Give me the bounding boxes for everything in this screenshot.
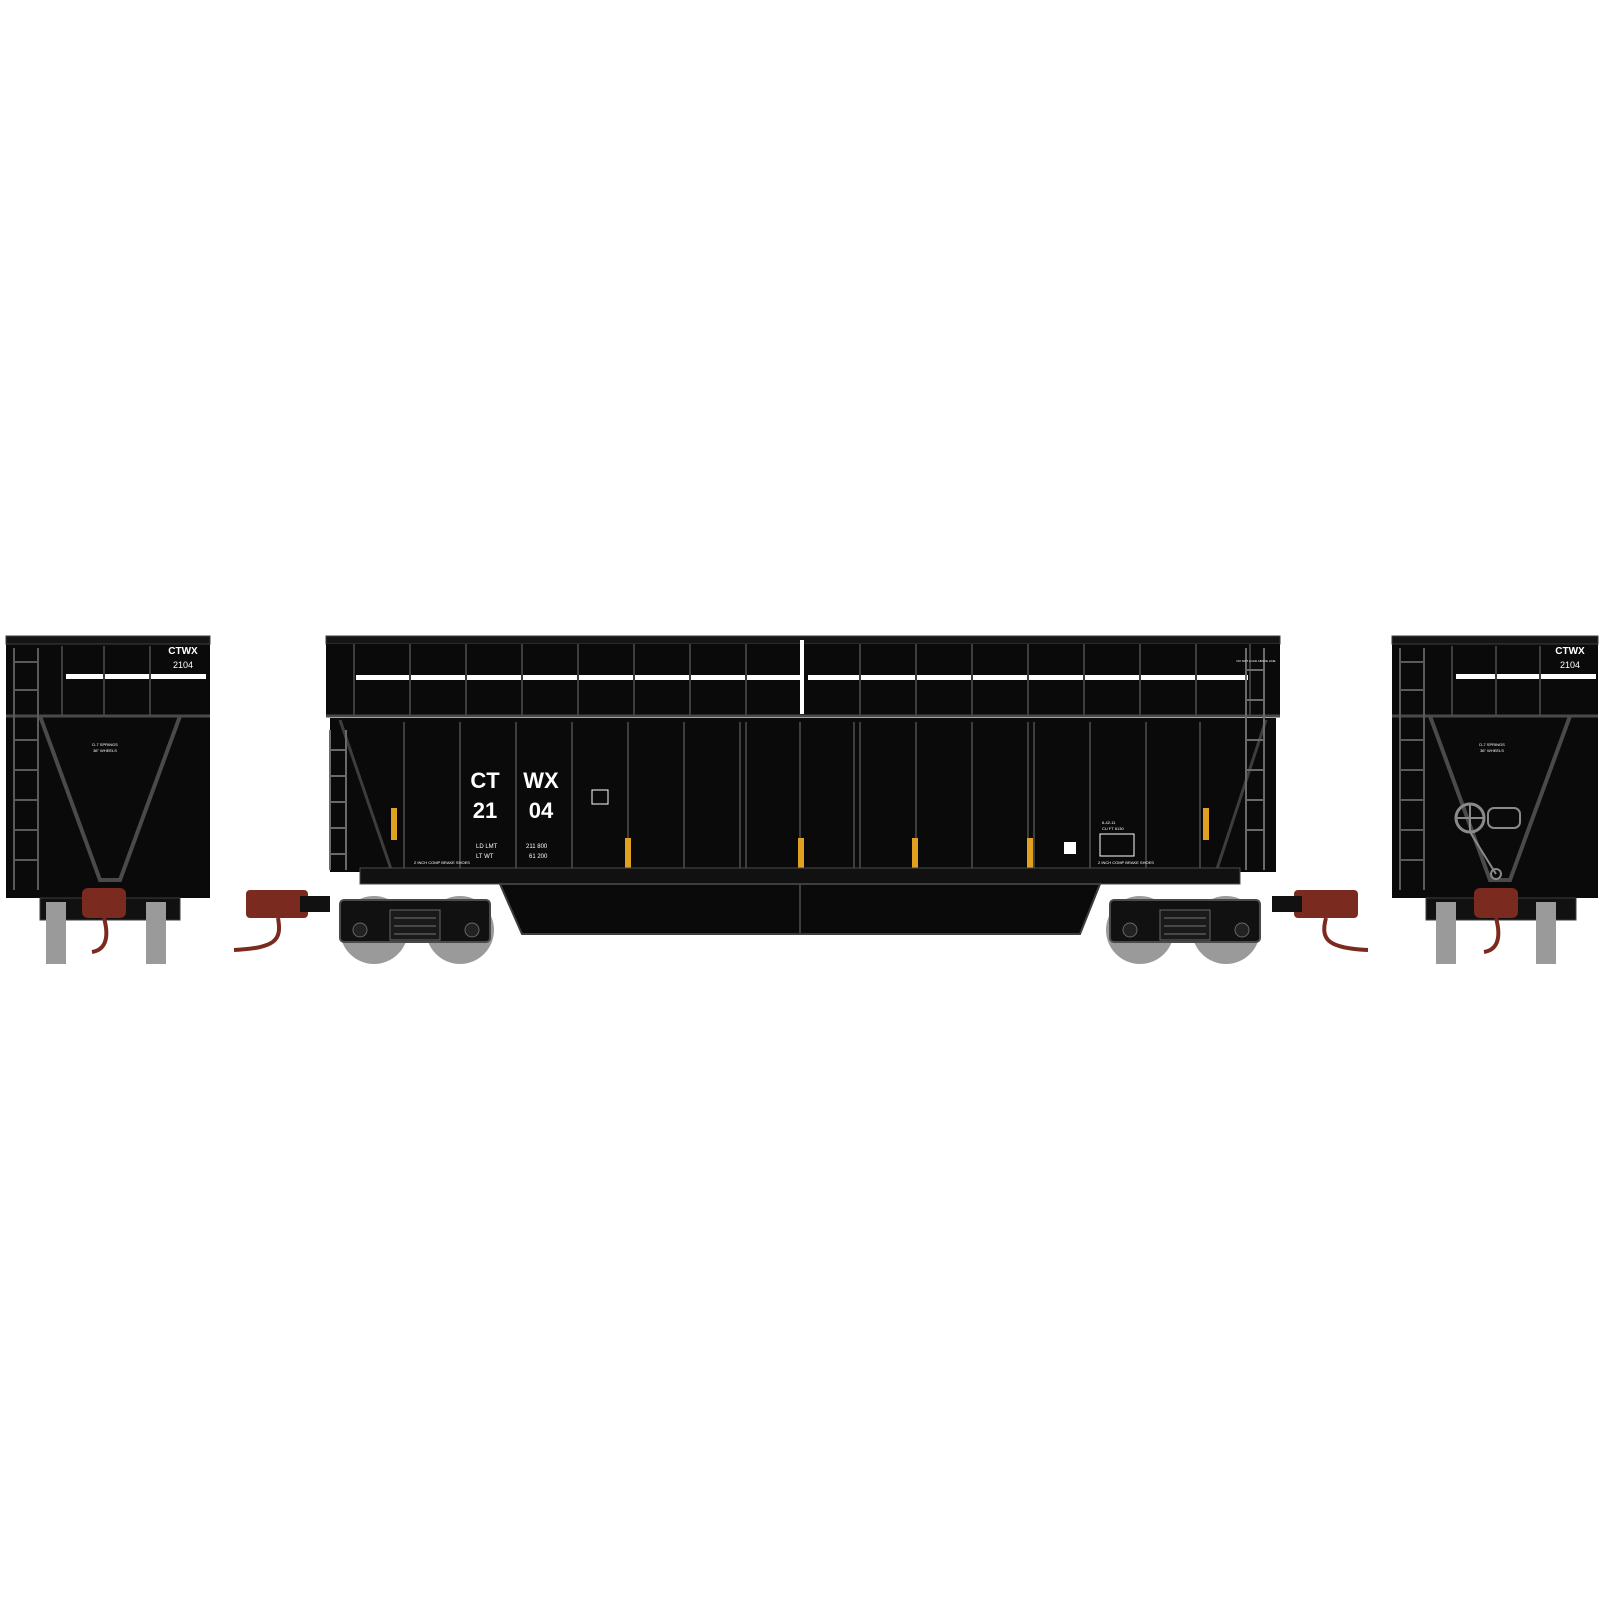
brake-shoe-stencil-left: 2 INCH COMP BRAKE SHOES bbox=[414, 860, 470, 865]
end-coupler bbox=[82, 888, 126, 918]
coupler-right bbox=[1272, 890, 1369, 952]
end-car-number: 2104 bbox=[173, 660, 193, 670]
consolidated-stencil-box bbox=[591, 789, 609, 805]
end-wheel-left bbox=[1436, 902, 1456, 964]
coupler-left bbox=[233, 890, 330, 952]
truck-left bbox=[339, 896, 494, 964]
brake-shoe-stencil-right: 2 INCH COMP BRAKE SHOES bbox=[1098, 860, 1154, 865]
end-springs-stencil: D-7 SPRINGS bbox=[1479, 742, 1505, 747]
car-number-right: 04 bbox=[529, 798, 554, 823]
lt-wt-label: LT WT bbox=[476, 854, 494, 860]
reporting-marks-left: CT bbox=[470, 768, 500, 793]
reflective-stripes bbox=[391, 808, 1209, 868]
ld-lmt-value: 211 800 bbox=[526, 844, 548, 850]
brake-wheel-icon bbox=[1454, 802, 1521, 880]
end-reporting-marks: CTWX bbox=[168, 646, 198, 657]
end-reporting-marks: CTWX bbox=[1555, 646, 1585, 657]
cubic-feet-stencil: CU FT 6130 bbox=[1102, 826, 1124, 831]
end-wheel-right bbox=[1536, 902, 1556, 964]
end-wheels-stencil: 36" WHEELS bbox=[93, 748, 117, 753]
end-wheel-left bbox=[46, 902, 66, 964]
end-ladder bbox=[1399, 648, 1425, 890]
built-date-stencil: 6-42-11 bbox=[1102, 820, 1116, 825]
end-wheels-stencil: 36" WHEELS bbox=[1480, 748, 1504, 753]
hopper-car-side: CT WX 21 04 LD LMT 211 800 LT WT 61 200 … bbox=[233, 635, 1369, 964]
ace-plate bbox=[1064, 842, 1076, 854]
side-ladder-left bbox=[329, 730, 347, 870]
car-number-left: 21 bbox=[473, 798, 497, 823]
end-springs-stencil: D-7 SPRINGS bbox=[92, 742, 118, 747]
load-line-stencil: DO NOT LOAD ABOVE LINE bbox=[1236, 659, 1275, 663]
load-line-stripe bbox=[1456, 674, 1596, 679]
load-line-stripe bbox=[66, 674, 206, 679]
truck-right bbox=[1106, 896, 1261, 964]
capacity-data-box bbox=[1099, 833, 1135, 857]
end-car-number: 2104 bbox=[1560, 660, 1580, 670]
side-ladder-right bbox=[1245, 648, 1265, 870]
ld-lmt-label: LD LMT bbox=[476, 844, 498, 850]
lt-wt-value: 61 200 bbox=[529, 854, 548, 860]
right-end-view: CTWX 2104 D-7 SPRINGS 36" WHEELS bbox=[1391, 635, 1599, 964]
end-ladder bbox=[13, 648, 39, 890]
left-end-view: CTWX 2104 D-7 SPRINGS 36" WHEELS bbox=[5, 635, 211, 964]
end-wheel-right bbox=[146, 902, 166, 964]
reporting-marks-right: WX bbox=[523, 768, 559, 793]
end-coupler bbox=[1474, 888, 1518, 918]
